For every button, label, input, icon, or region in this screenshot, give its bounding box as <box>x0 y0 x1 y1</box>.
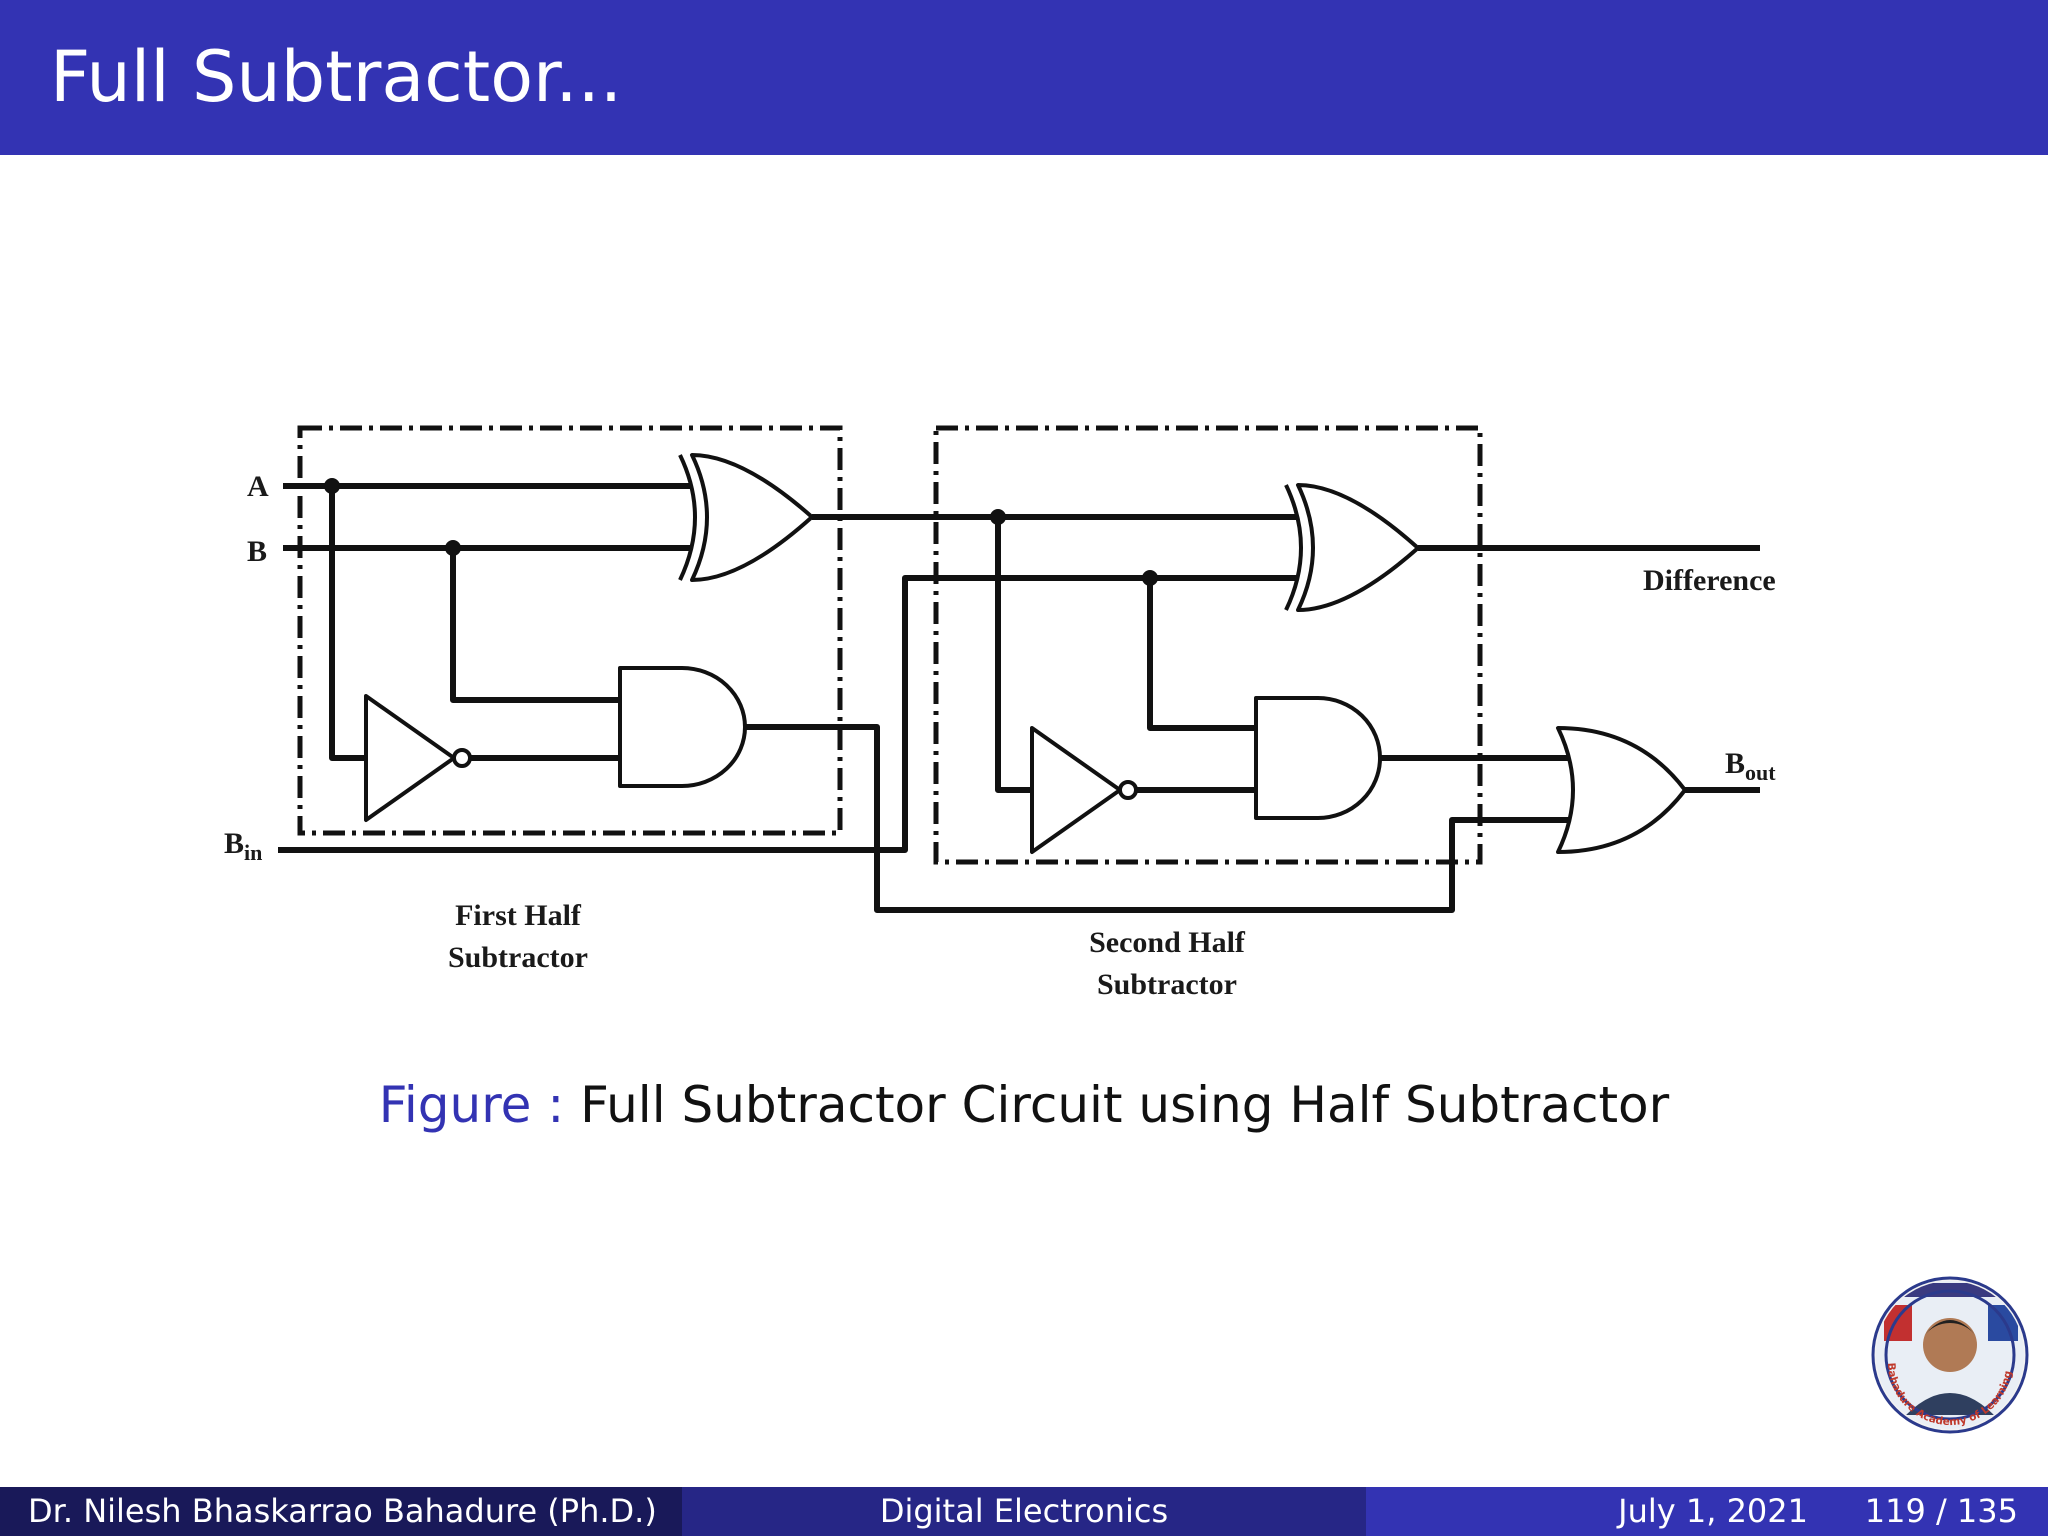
footer-course: Digital Electronics <box>879 1492 1169 1530</box>
xor-gate-1 <box>690 453 814 582</box>
first-half-label-line-2: Subtractor <box>448 941 588 974</box>
output-label-bout-main: B <box>1725 747 1745 780</box>
figure-caption-prefix: Figure : <box>378 1076 565 1134</box>
and-gate-2 <box>1254 696 1382 820</box>
not-gate-2-bubble <box>1118 780 1138 800</box>
wire-bin <box>278 575 1298 853</box>
not-gate-1-bubble <box>452 748 472 768</box>
output-label-bout: Bout <box>1725 747 1776 785</box>
junction-bin <box>1142 570 1158 586</box>
footer-date: July 1, 2021 <box>1618 1492 1808 1530</box>
wire-d1-to-not2 <box>995 517 1032 793</box>
wire-a-to-not1 <box>329 486 366 761</box>
footer-meta-segment: July 1, 2021 119 / 135 <box>1366 1487 2048 1536</box>
xor-gate-2 <box>1296 483 1420 612</box>
junction-b <box>445 540 461 556</box>
wire-and1-out <box>745 724 1578 913</box>
or-gate <box>1556 726 1687 854</box>
input-label-bin-main: B <box>224 827 244 860</box>
input-label-b: B <box>247 535 267 568</box>
input-label-a: A <box>247 470 269 503</box>
figure-caption: Figure : Full Subtractor Circuit using H… <box>0 1075 2048 1135</box>
slide-header: Full Subtractor... <box>0 0 2048 155</box>
figure-caption-text: Full Subtractor Circuit using Half Subtr… <box>580 1076 1670 1134</box>
first-half-subtractor-box <box>297 425 843 836</box>
second-half-label-line-2: Subtractor <box>1097 968 1237 1001</box>
output-label-difference: Difference <box>1643 564 1776 597</box>
footer-page-number: 119 / 135 <box>1864 1492 2018 1530</box>
xor-gate-1-back-arc <box>678 454 697 581</box>
slide-footer: Dr. Nilesh Bhaskarrao Bahadure (Ph.D.) D… <box>0 1487 2048 1536</box>
junction-a <box>324 478 340 494</box>
footer-author: Dr. Nilesh Bhaskarrao Bahadure (Ph.D.) <box>28 1492 657 1530</box>
and-gate-1 <box>618 666 747 788</box>
wire-bin-to-and2 <box>1147 578 1256 731</box>
junction-d1 <box>990 509 1006 525</box>
academy-logo: Bahadure Academy of Learning <box>1871 1276 2029 1434</box>
first-half-label-line-1: First Half <box>455 899 582 932</box>
xor-gate-2-back-arc <box>1284 484 1303 611</box>
input-label-bin-sub: in <box>244 840 262 865</box>
output-label-bout-sub: out <box>1745 760 1776 785</box>
not-gate-2 <box>1030 726 1122 854</box>
slide-title: Full Subtractor... <box>50 36 623 118</box>
input-label-bin: Bin <box>224 827 262 865</box>
footer-course-segment: Digital Electronics <box>682 1487 1366 1536</box>
second-half-subtractor-box <box>933 425 1483 865</box>
not-gate-1 <box>364 694 456 822</box>
wire-b-to-and1 <box>450 548 620 703</box>
second-half-label-line-1: Second Half <box>1089 926 1246 959</box>
footer-author-segment: Dr. Nilesh Bhaskarrao Bahadure (Ph.D.) <box>0 1487 682 1536</box>
